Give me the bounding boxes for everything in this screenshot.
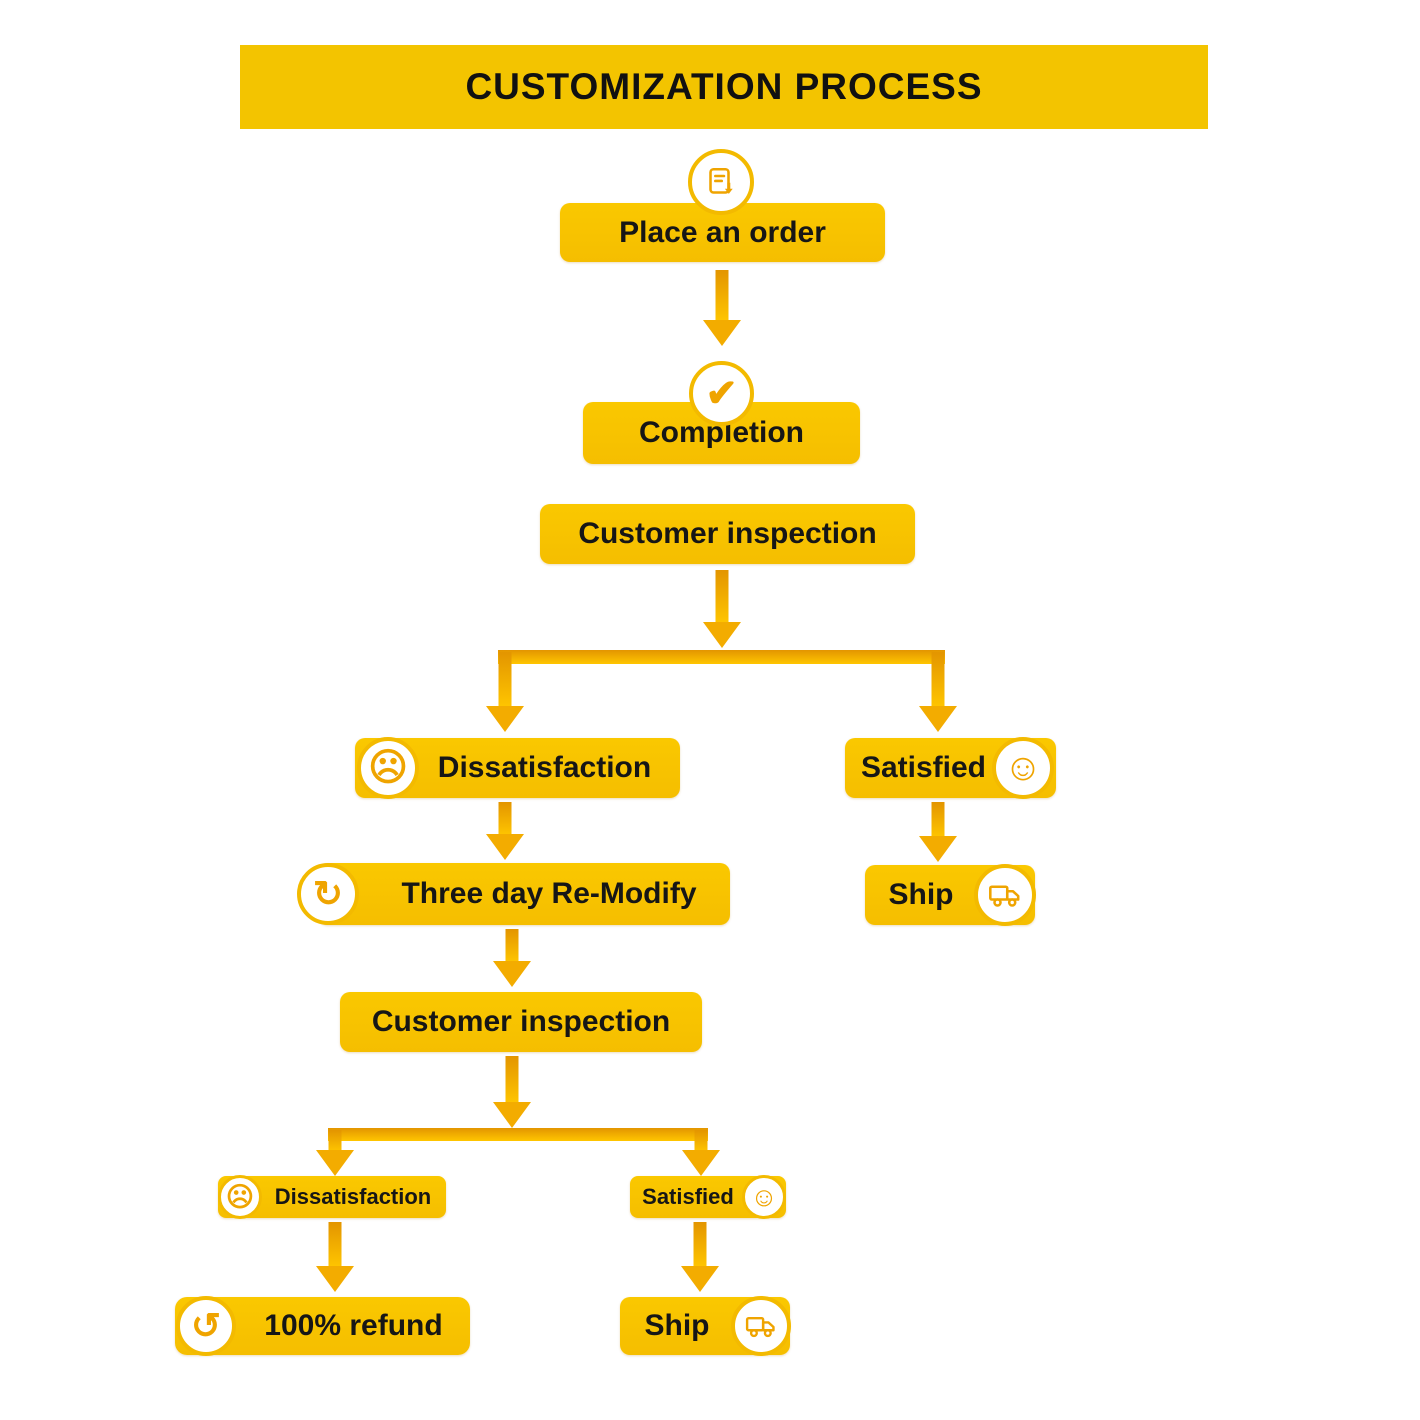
node-dissatisfaction-1-label: Dissatisfaction [437,751,652,784]
arrow-head [486,834,524,860]
sad-face-glyph: ☹ [368,747,408,789]
arrow-head [703,320,741,346]
arrow-shaft [328,1130,342,1152]
arrow-shaft [931,652,945,708]
node-ship-2-label: Ship [644,1309,710,1342]
node-customer-inspection-1-label: Customer inspection [578,517,877,550]
arrow-shaft [505,929,519,963]
arrow-shaft [498,802,512,836]
arrow-shaft [693,1222,707,1268]
node-dissatisfaction-2-label: Dissatisfaction [274,1184,432,1209]
arrow-down [493,929,531,987]
truck-icon-svg [745,1317,775,1338]
redo-icon: ↻ [297,863,359,925]
node-customer-inspection-2-label: Customer inspection [371,1005,671,1038]
truck-icon [731,1296,791,1356]
arrow-shaft [694,1130,708,1152]
arrow-head [316,1266,354,1292]
arrow-head [493,961,531,987]
smiley-face-icon: ☺ [992,737,1054,799]
node-place-order-label: Place an order [619,215,826,249]
truck-icon-svg [989,885,1020,907]
arrow-down-branch-left [316,1130,354,1176]
branch-connector-2 [328,1128,708,1141]
arrow-head [681,1266,719,1292]
arrow-shaft [505,1056,519,1104]
node-refund-label: 100% refund [264,1309,443,1342]
check-glyph: ✔ [705,372,738,415]
arrow-down-branch-right [919,652,957,732]
arrow-shaft [715,270,729,322]
arrow-down [919,802,957,862]
arrow-down [681,1222,719,1292]
sad-face-icon: ☹ [357,737,419,799]
arrow-head [486,706,524,732]
document-order-icon-svg [709,167,733,194]
node-satisfied-1-label: Satisfied [860,751,987,784]
arrow-head [682,1150,720,1176]
arrow-shaft [715,570,729,624]
arrow-down [486,802,524,860]
node-customer-inspection-1: Customer inspection [540,504,915,564]
arrow-head [316,1150,354,1176]
arrow-head [493,1102,531,1128]
document-order-icon [688,149,754,215]
arrow-shaft [931,802,945,838]
arrow-down [493,1056,531,1128]
arrow-head [919,706,957,732]
sad-face-icon: ☹ [218,1175,262,1219]
arrow-down [703,570,741,648]
arrow-down [316,1222,354,1292]
sad-face-glyph: ☹ [225,1181,255,1212]
arrow-down [703,270,741,346]
arrow-head [703,622,741,648]
node-remodify-label: Three day Re-Modify [401,877,697,910]
arrow-head [919,836,957,862]
node-customer-inspection-2: Customer inspection [340,992,702,1052]
node-satisfied-2-label: Satisfied [642,1184,734,1209]
node-ship-1-label: Ship [888,878,954,911]
smiley-face-glyph: ☺ [750,1181,778,1212]
arrow-shaft [498,652,512,708]
refund-glyph: ↺ [190,1305,222,1346]
refund-icon: ↺ [176,1296,236,1356]
smiley-face-icon: ☺ [742,1175,786,1219]
arrow-down-branch-right [682,1130,720,1176]
arrow-down-branch-left [486,652,524,732]
arrow-shaft [328,1222,342,1268]
page-title: CUSTOMIZATION PROCESS [240,45,1208,129]
node-remodify: Three day Re-Modify [318,863,730,925]
truck-icon [974,864,1036,926]
check-icon: ✔ [689,361,754,426]
branch-connector-1 [498,650,945,664]
redo-glyph: ↻ [312,873,344,914]
smiley-face-glyph: ☺ [1003,747,1043,789]
